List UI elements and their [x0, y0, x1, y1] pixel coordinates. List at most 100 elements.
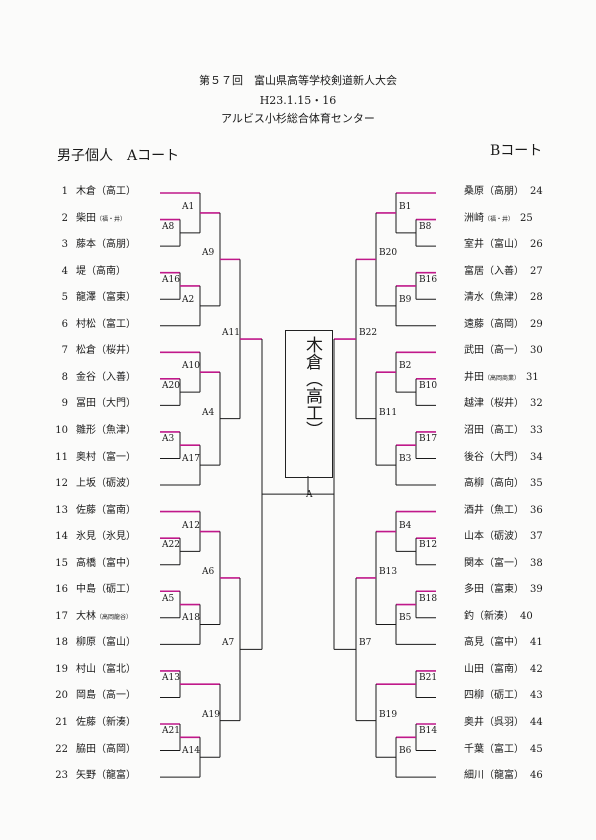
match-label: B14	[419, 726, 438, 737]
player-name: 佐藤	[76, 504, 96, 516]
player-number: 4	[61, 265, 68, 277]
player-name: 村山	[76, 663, 96, 675]
match-label: B20	[379, 248, 398, 259]
player-school: （高一）	[96, 690, 136, 702]
player-number: 11	[55, 451, 68, 463]
player-name: 室井	[464, 239, 484, 251]
player-number: 19	[55, 663, 68, 675]
player-name: 中島	[76, 584, 96, 596]
player-entry: 洲崎（福・井）25	[464, 212, 533, 227]
player-entry: 多田（富東）39	[464, 583, 543, 597]
player-school: （高朋）	[484, 186, 524, 197]
player-name: 奥井	[464, 717, 484, 728]
player-number: 16	[55, 584, 68, 596]
player-number: 26	[530, 239, 543, 251]
player-number: 29	[530, 318, 543, 330]
player-number: 24	[530, 186, 543, 197]
player-name: 藤本	[76, 239, 96, 251]
player-number: 31	[526, 371, 539, 383]
player-name: 高橋	[76, 557, 96, 569]
player-name: 四柳	[464, 690, 484, 702]
match-label: B7	[359, 638, 372, 649]
match-label: A11	[222, 328, 240, 339]
tournament-date: H23.1.15・16	[259, 94, 337, 107]
match-label: B4	[399, 520, 412, 531]
player-name: 千葉	[464, 743, 484, 755]
player-school: （氷見）	[96, 531, 136, 543]
match-label: B22	[359, 328, 378, 339]
match-label: A13	[162, 673, 180, 684]
player-school: （富山）	[96, 637, 136, 649]
player-name: 釣	[464, 610, 474, 622]
match-label: B2	[399, 361, 412, 372]
player-name: 山田	[464, 663, 484, 675]
match-label: A4	[202, 407, 215, 418]
player-name: 柳原	[76, 637, 96, 649]
player-school: （富工）	[96, 318, 136, 330]
court-b-heading: Bコート	[490, 143, 543, 159]
player-entry: 奥井（呉羽）44	[464, 716, 543, 730]
player-school: （福・井）	[96, 215, 127, 223]
match-label: B21	[419, 673, 438, 684]
player-name: 山本	[464, 531, 484, 543]
player-entry: 18 柳原（富山）	[52, 636, 136, 650]
player-number: 33	[530, 424, 543, 436]
final-match-label: A	[306, 490, 313, 500]
player-name: 沼田	[464, 424, 484, 436]
match-label: A21	[162, 726, 180, 737]
player-name: 桑原	[464, 186, 484, 197]
match-label: A20	[162, 381, 180, 392]
player-entry: 清水（魚津）28	[464, 291, 543, 305]
player-school: （大門）	[484, 451, 524, 463]
player-number: 41	[530, 637, 543, 649]
player-school: （高南）	[86, 265, 126, 277]
player-entry: 酒井（魚工）36	[464, 504, 543, 518]
player-name: 矢野	[76, 770, 96, 782]
match-label: B11	[379, 407, 398, 418]
player-name: 遠藤	[464, 318, 484, 330]
player-number: 43	[530, 690, 543, 702]
player-name: 村松	[76, 318, 96, 330]
match-label: B3	[399, 454, 412, 465]
player-name: 龍澤	[76, 292, 96, 304]
match-label: B13	[379, 566, 398, 577]
player-entry: 四柳（砺工）43	[464, 689, 543, 703]
player-number: 21	[55, 717, 68, 728]
player-name: 井田	[464, 371, 484, 383]
player-name: 高見	[464, 637, 484, 649]
player-school: （高岡）	[96, 743, 136, 755]
player-number: 28	[530, 292, 543, 304]
match-label: A18	[182, 613, 200, 624]
player-school: （高岡商業）	[484, 374, 521, 382]
player-number: 5	[61, 292, 68, 304]
player-name: 松倉	[76, 345, 96, 357]
player-school: （高工）	[96, 186, 136, 197]
player-number: 22	[55, 743, 68, 755]
player-entry: 越津（桜井）32	[464, 397, 543, 411]
player-number: 36	[530, 504, 543, 516]
player-number: 27	[530, 265, 543, 277]
player-school: （富工）	[484, 743, 524, 755]
player-name: 木倉	[76, 186, 96, 197]
player-school: （魚津）	[484, 292, 524, 304]
player-name: 洲崎	[464, 212, 484, 224]
player-school: （砺波）	[96, 478, 136, 490]
player-number: 18	[55, 637, 68, 649]
player-school: （新湊）	[474, 610, 514, 622]
match-label: B12	[419, 540, 438, 551]
match-label: A16	[162, 274, 180, 285]
player-school: （大門）	[96, 398, 136, 410]
player-school: （入善）	[484, 265, 524, 277]
player-school: （砺波）	[484, 531, 524, 543]
